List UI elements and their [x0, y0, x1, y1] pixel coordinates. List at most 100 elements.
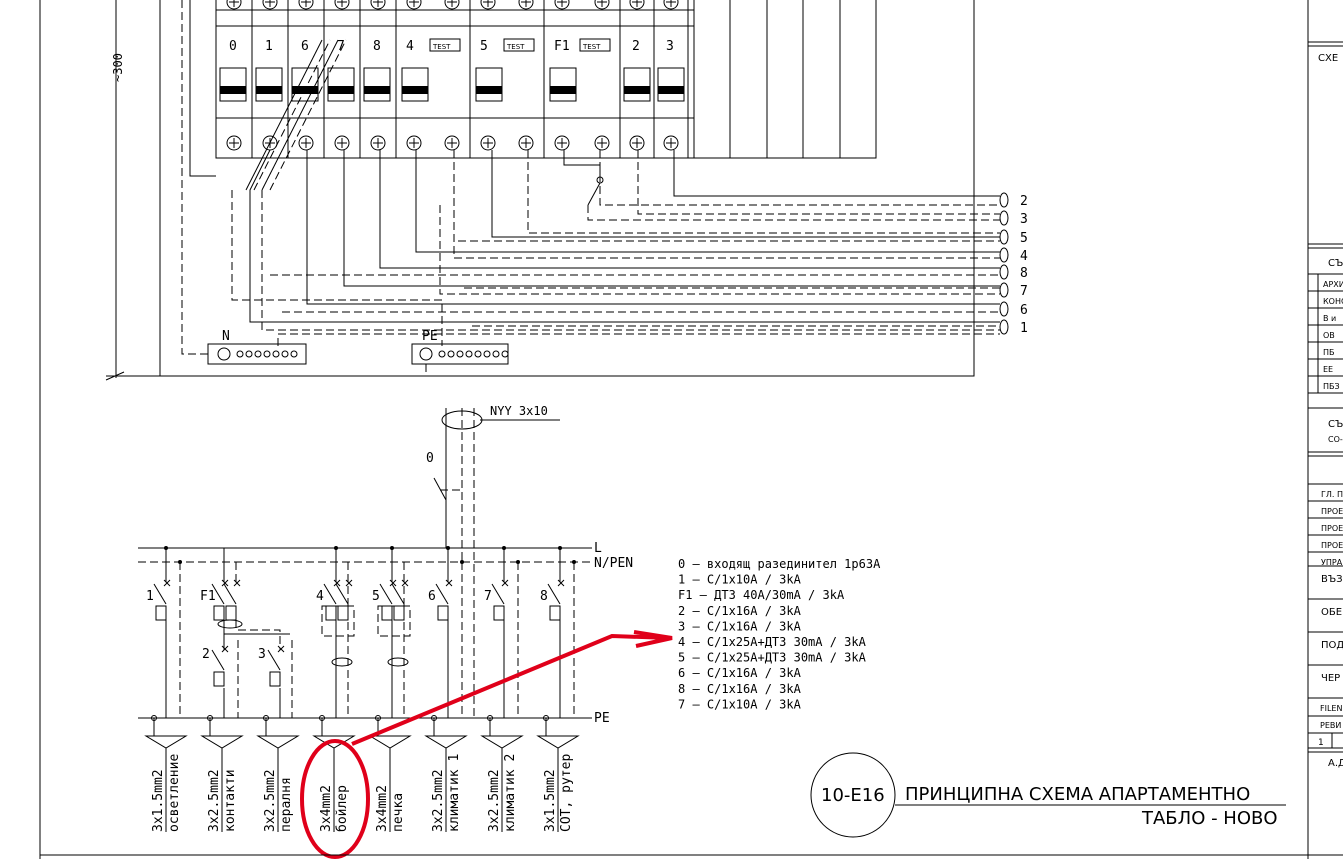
- output-cable-7: 7: [999, 282, 1028, 299]
- tb-row: ПБЗ: [1323, 382, 1340, 391]
- tb-section-2: СЪ: [1328, 419, 1343, 430]
- terminal-icon: [480, 135, 496, 151]
- legend-item: 8 – С/1х16А / 3kA: [678, 682, 802, 696]
- load-name: климатик 1: [447, 754, 462, 832]
- drawing-title: 10-E16 ПРИНЦИПНА СХЕМА АПАРТАМЕНТНО ТАБЛ…: [810, 752, 1286, 838]
- legend-item: 6 – С/1х16А / 3kA: [678, 666, 802, 680]
- breaker-0: 0: [219, 0, 253, 158]
- bus-l-label: L: [594, 541, 602, 556]
- load-cable: 3x4mm2: [375, 785, 390, 832]
- breaker-3: 3: [657, 0, 689, 158]
- legend-item: 2 – С/1х16А / 3kA: [678, 604, 802, 618]
- dimension-label: ~300: [111, 53, 125, 82]
- output-cable-5: 5: [999, 229, 1028, 246]
- legend: 0 – входящ разединител 1р63А 1 – С/1х10А …: [678, 557, 881, 711]
- output-label: 6: [1020, 303, 1028, 318]
- breaker-label: 0: [229, 39, 237, 54]
- load-name: бойлер: [335, 785, 350, 832]
- terminal-icon: [629, 135, 645, 151]
- output-cable-3: 3: [999, 210, 1028, 227]
- breaker-toggle: [255, 67, 283, 102]
- bus-pe-label: PE: [422, 329, 438, 344]
- breaker-1: 1: [255, 0, 289, 158]
- title-line-1: ПРИНЦИПНА СХЕМА АПАРТАМЕНТНО: [905, 784, 1250, 805]
- output-label: 5: [1020, 231, 1028, 246]
- terminal-icon: [226, 135, 242, 151]
- circuit-number: 8: [540, 589, 548, 604]
- tb-section-1: СЪ: [1328, 258, 1343, 269]
- output-cable-4: 4: [999, 247, 1028, 264]
- breaker-toggle: [327, 67, 355, 102]
- breaker-7: 7: [327, 0, 361, 158]
- output-label: 1: [1020, 321, 1028, 336]
- breaker-label: 5: [480, 39, 488, 54]
- circuit-number: 7: [484, 589, 492, 604]
- output-label: 4: [1020, 249, 1028, 264]
- breaker-label: 6: [301, 39, 309, 54]
- tb-row: ПБ: [1323, 348, 1335, 357]
- load-name: климатик 2: [503, 754, 518, 832]
- tb-row: В и: [1323, 314, 1336, 323]
- terminal-icon: [554, 135, 570, 151]
- breaker-label: F1: [554, 39, 570, 54]
- terminal-icon: [334, 135, 350, 151]
- legend-item: 3 – С/1х16А / 3kA: [678, 619, 802, 633]
- output-label: 7: [1020, 284, 1028, 299]
- bus-n-label: N: [222, 329, 230, 344]
- drawing-number: 10-E16: [821, 785, 885, 806]
- output-label: 2: [1020, 194, 1028, 209]
- circuit-number: 1: [146, 589, 154, 604]
- output-cable-6: 6: [999, 301, 1028, 318]
- breaker-toggle: [363, 67, 391, 102]
- legend-item: 4 – С/1х25А+ДТЗ 30mA / 3kA: [678, 635, 867, 649]
- legend-item: 1 – С/1х10А / 3kA: [678, 573, 802, 587]
- tb-header: СХЕ: [1318, 53, 1338, 64]
- circuit-5: 5: [372, 546, 411, 718]
- breaker-label: 3: [666, 39, 674, 54]
- breaker-label: 7: [337, 39, 345, 54]
- terminal-icon: [370, 135, 386, 151]
- bus-pe-label-bottom: PE: [594, 711, 610, 726]
- load-cable: 3x2.5mm2: [207, 769, 222, 832]
- load-cable: 3x2.5mm2: [263, 769, 278, 832]
- circuit-7: 7: [484, 546, 520, 718]
- terminal-icon: [298, 135, 314, 151]
- tb-section-2-sub: СО-: [1328, 435, 1343, 444]
- tb-big-row: ЧЕР: [1321, 673, 1340, 684]
- tb-file: FILEN: [1320, 704, 1342, 713]
- terminal-icon: [663, 135, 679, 151]
- load-name: печка: [391, 793, 406, 832]
- tb-big-row: ВЪЗЛ: [1321, 574, 1343, 585]
- circuit-1: 1: [146, 546, 182, 718]
- load-cable: 3x4mm2: [319, 785, 334, 832]
- terminal-icon: [594, 135, 610, 151]
- circuit-number: 4: [316, 589, 324, 604]
- legend-item: F1 – ДТЗ 40А/30mA / 3kA: [678, 588, 845, 602]
- tb-row: ПРОЕ: [1321, 507, 1343, 516]
- load-cable: 3x1.5mm2: [151, 769, 166, 832]
- breaker-toggle: [475, 67, 503, 102]
- output-cable-8: 8: [999, 264, 1028, 281]
- load-name: осветление: [167, 754, 182, 832]
- breaker-label: 4: [406, 39, 414, 54]
- circuit-number: 2: [202, 647, 210, 662]
- load-cable: 3x1.5mm2: [543, 769, 558, 832]
- breaker-toggle: [401, 67, 429, 102]
- breaker-toggle: [291, 67, 319, 102]
- red-annotation: [300, 630, 673, 859]
- tb-rev-num: 1: [1318, 738, 1324, 748]
- circuit-8: 8: [540, 546, 576, 718]
- legend-item: 0 – входящ разединител 1р63А: [678, 557, 881, 571]
- terminal-icon: [518, 135, 534, 151]
- breaker-label: 1: [265, 39, 273, 54]
